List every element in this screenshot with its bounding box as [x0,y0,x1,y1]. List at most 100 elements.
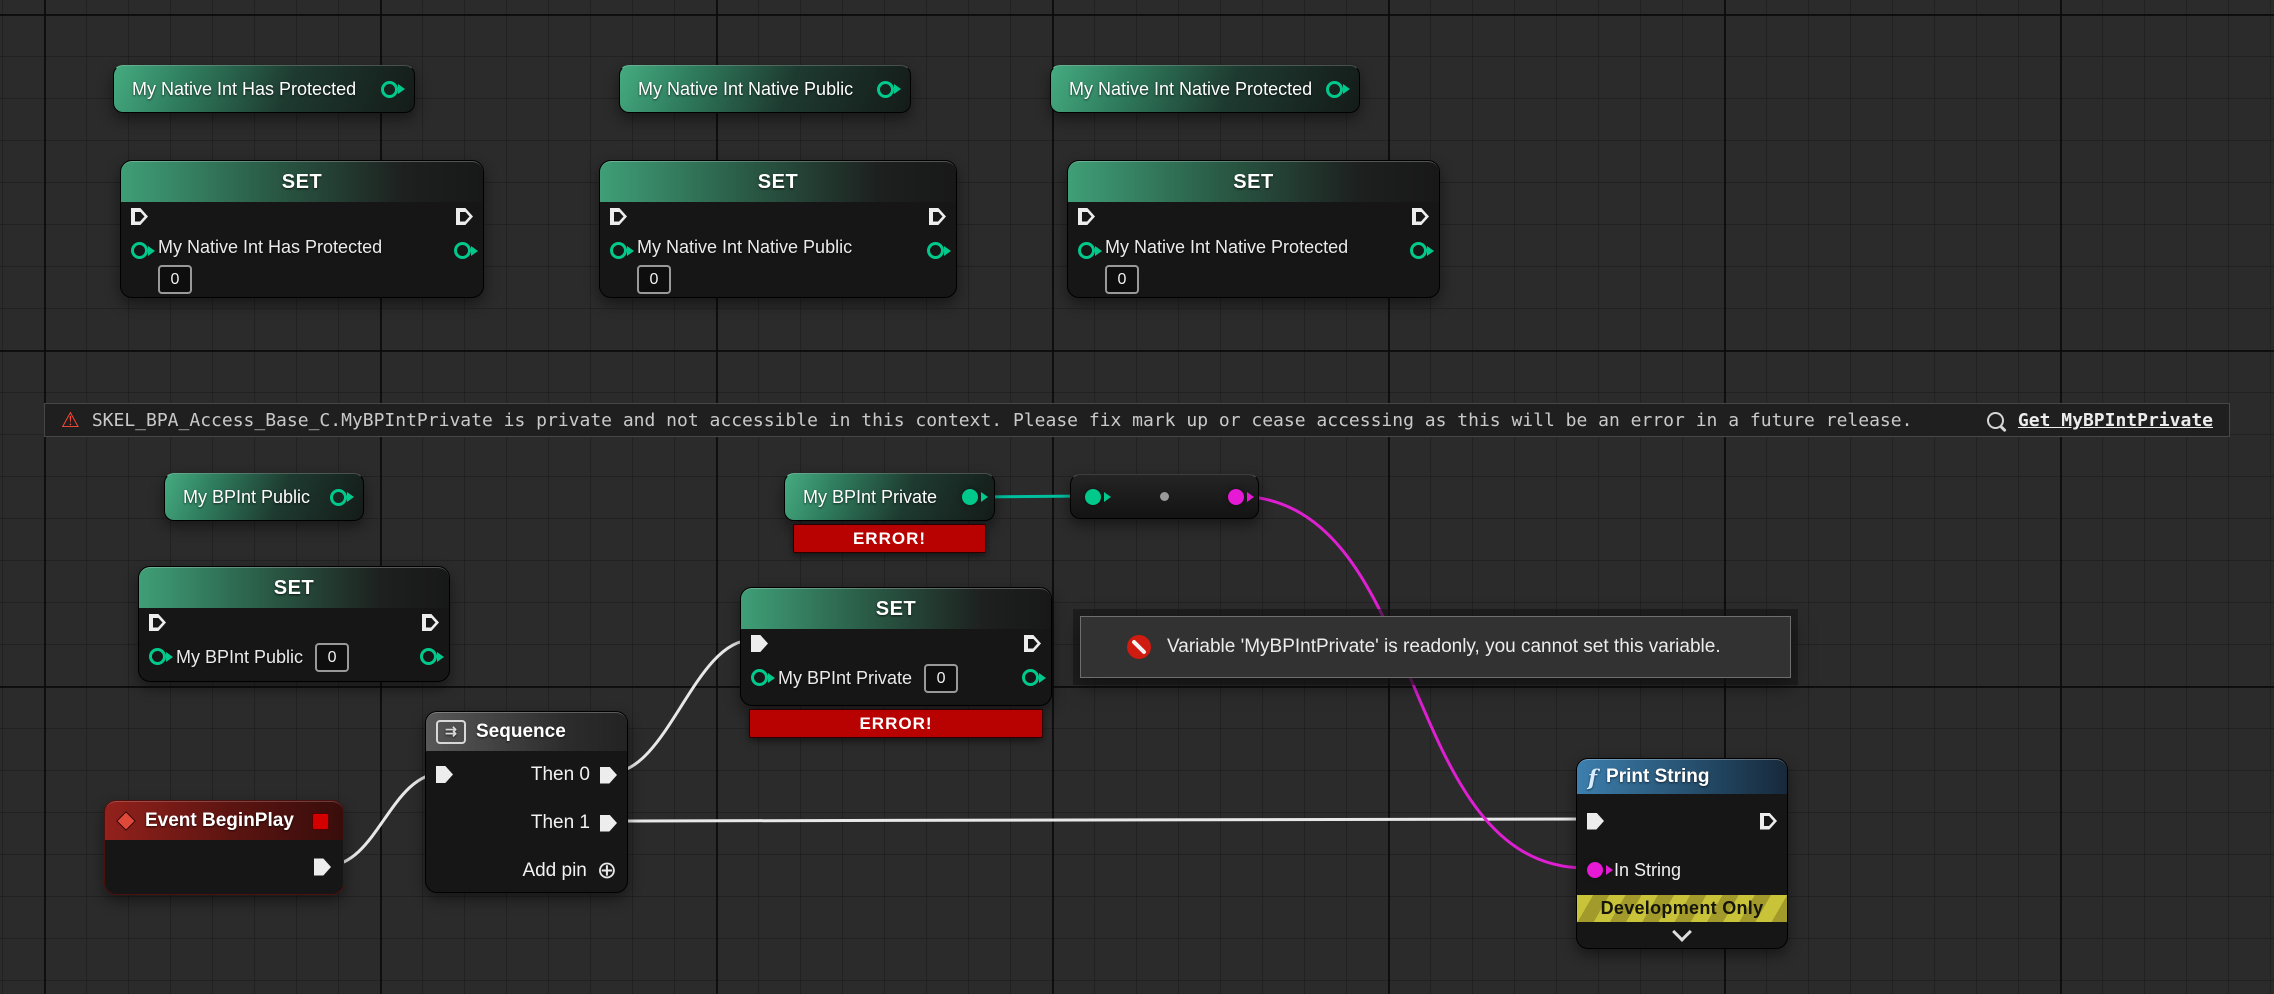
string-output-pin[interactable] [1228,488,1244,505]
node-get-my-native-int-native-public[interactable]: My Native Int Native Public [619,65,911,113]
int-output-pin[interactable] [1326,80,1343,98]
pin-text: My BPInt Public 0 [176,643,410,672]
int-output-pin[interactable] [1022,669,1039,686]
error-banner: ERROR! [749,709,1043,738]
int-output-pin[interactable] [454,242,471,259]
exec-in-pin[interactable] [131,208,148,225]
node-header: Event BeginPlay [105,801,343,840]
default-value-input[interactable]: 0 [637,265,671,294]
default-value-input[interactable]: 0 [924,664,959,693]
exec-in-pin[interactable] [751,635,768,652]
add-pin-label: Add pin [522,860,587,881]
default-value-input[interactable]: 0 [1105,265,1139,294]
int-output-pin[interactable] [420,648,437,665]
node-set-my-bpint-public[interactable]: SET My BPInt Public 0 [138,566,450,682]
sequence-icon: ⇉ [436,720,466,744]
exec-in-pin[interactable] [1078,208,1095,225]
exec-out-pin[interactable] [1024,635,1041,652]
exec-out-pin-then1[interactable] [600,815,617,832]
node-print-string[interactable]: f Print String In String Development Onl… [1576,758,1788,949]
event-badge-icon [312,812,329,830]
node-title: Event BeginPlay [145,810,294,831]
exec-out-pin[interactable] [422,614,439,631]
int-input-pin[interactable] [1085,488,1101,505]
variable-name-label: My Native Int Native Protected [1069,78,1313,99]
node-body [105,840,343,894]
pin-label: My BPInt Private [778,668,913,688]
exec-out-pin[interactable] [1760,813,1777,830]
int-input-pin[interactable] [149,648,166,665]
exec-out-pin[interactable] [929,208,946,225]
node-set-my-native-int-has-protected[interactable]: SET My Native Int Has Protected 0 [120,160,484,298]
add-pin-icon[interactable]: ⊕ [596,857,617,884]
int-input-pin[interactable] [131,242,148,259]
node-set-my-native-int-native-public[interactable]: SET My Native Int Native Public 0 [599,160,957,298]
node-header: SET [139,567,449,608]
error-banner: ERROR! [793,524,986,553]
node-title: SET [281,170,323,193]
pin-label: My Native Int Native Public [637,237,853,257]
node-sequence[interactable]: ⇉ Sequence Then 0 Then 1 Add pin ⊕ [425,711,628,893]
variable-name-label: My BPInt Private [803,486,938,507]
pin-label: In String [1614,859,1682,880]
node-header: ⇉ Sequence [426,712,627,751]
wire-string-conversion-to-instring[interactable] [1239,494,1587,870]
default-value-input[interactable]: 0 [158,265,192,294]
node-get-my-bpint-public[interactable]: My BPInt Public [164,473,364,521]
node-set-my-bpint-private[interactable]: SET My BPInt Private 0 ERROR! [740,587,1052,738]
search-icon[interactable] [1986,411,2004,429]
int-input-pin[interactable] [610,242,627,259]
node-title: SET [757,170,799,193]
exec-out-pin[interactable] [314,859,331,876]
int-output-pin[interactable] [877,80,894,98]
sequence-add-pin-row[interactable]: Add pin ⊕ [426,847,627,895]
node-title: SET [273,576,315,599]
event-diamond-icon [116,811,136,831]
tooltip-text: Variable 'MyBPIntPrivate' is readonly, y… [1167,636,1721,657]
exec-out-pin[interactable] [1412,208,1429,225]
pin-label: Then 1 [530,812,590,833]
advanced-pins-toggle[interactable] [1577,922,1787,948]
pin-text: My Native Int Native Protected 0 [1105,237,1400,294]
default-value-input[interactable]: 0 [315,643,350,672]
int-output-pin[interactable] [330,488,347,506]
exec-in-pin[interactable] [436,766,453,783]
pin-text: My BPInt Private 0 [778,664,1012,693]
pin-label: Then 0 [530,764,590,785]
int-output-pin[interactable] [962,489,978,505]
pin-label: My Native Int Has Protected [158,237,383,257]
exec-out-pin-then0[interactable] [600,767,617,784]
int-input-pin[interactable] [751,669,768,686]
node-header: SET [600,161,956,202]
node-event-beginplay[interactable]: Event BeginPlay [104,800,344,895]
chevron-down-icon[interactable] [1672,922,1692,942]
wire-exec-then0-to-set-bpprivate[interactable] [609,638,753,775]
exec-in-pin[interactable] [149,614,166,631]
sequence-then0-row: Then 0 [426,751,627,799]
exec-out-pin[interactable] [456,208,473,225]
pin-text: My Native Int Native Public 0 [637,237,917,294]
pin-label: My Native Int Native Protected [1105,237,1349,257]
node-int-to-string-conversion[interactable] [1070,474,1259,519]
int-input-pin[interactable] [1078,242,1095,259]
wire-exec-then1-to-printstring[interactable] [609,817,1589,823]
node-get-my-bpint-private[interactable]: My BPInt Private ERROR! [784,473,995,553]
node-title: SET [1233,170,1274,193]
int-output-pin[interactable] [1410,242,1427,259]
exec-in-pin[interactable] [1587,813,1604,830]
warning-node-link[interactable]: Get MyBPIntPrivate [2017,409,2213,431]
pin-label: My BPInt Public [176,647,304,667]
readonly-variable-tooltip: Variable 'MyBPIntPrivate' is readonly, y… [1080,616,1791,678]
int-output-pin[interactable] [381,80,398,98]
node-get-my-native-int-has-protected[interactable]: My Native Int Has Protected [113,65,415,113]
node-header: SET [121,161,483,202]
string-input-pin[interactable] [1587,862,1603,878]
development-only-banner: Development Only [1577,895,1787,922]
exec-in-pin[interactable] [610,208,627,225]
node-header: SET [741,588,1051,629]
int-output-pin[interactable] [927,242,944,259]
node-get-my-native-int-native-protected[interactable]: My Native Int Native Protected [1050,65,1360,113]
node-set-my-native-int-native-protected[interactable]: SET My Native Int Native Protected 0 [1067,160,1440,298]
node-title: Print String [1606,766,1710,787]
node-title: Sequence [476,721,566,742]
